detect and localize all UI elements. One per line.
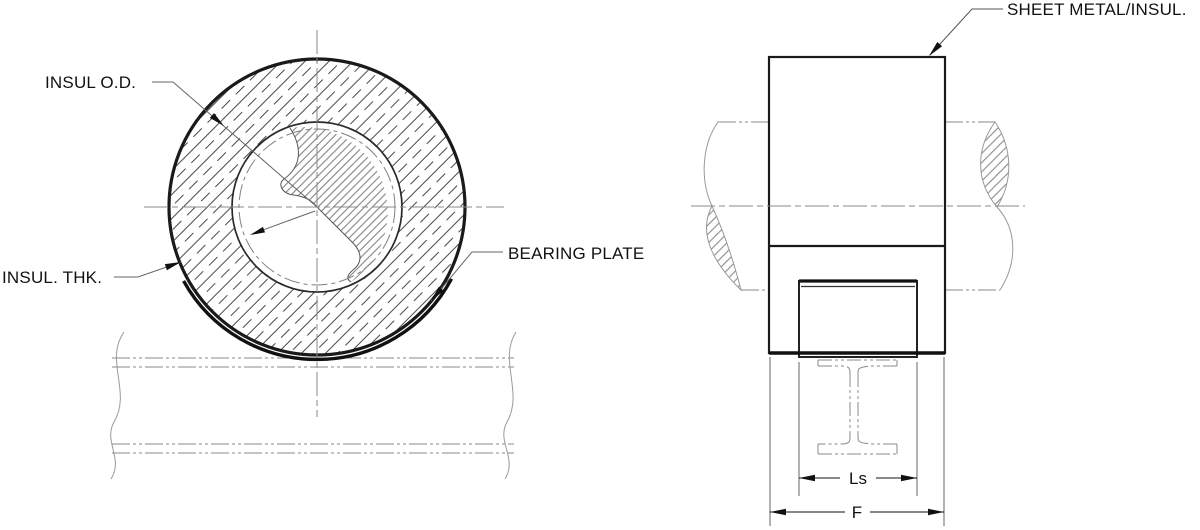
sheet-metal-callout: SHEET METAL/INSUL. [929, 0, 1187, 56]
beam-break-line-left [110, 331, 125, 480]
arrowhead [209, 113, 224, 126]
support-beam-section [817, 359, 898, 455]
pipe-phantom-lines [718, 121, 1000, 291]
insul-thk-callout: INSUL. THK. [2, 261, 182, 287]
sheet-metal-insul-label: SHEET METAL/INSUL. [1007, 0, 1187, 19]
insul-od-label: INSUL O.D. [45, 73, 136, 92]
insul-od-callout: INSUL O.D. [45, 73, 318, 208]
bearing-plate-callout: BEARING PLATE [430, 244, 644, 302]
extension-lines [769, 357, 945, 526]
arrowhead [799, 474, 815, 482]
dimension-ls: Ls [799, 469, 917, 488]
dim-ls-label: Ls [849, 469, 867, 488]
dimension-f: F [770, 503, 944, 522]
beam-break-line-right [503, 331, 517, 480]
arrowhead [901, 474, 917, 482]
arrowhead [928, 508, 944, 516]
pipe-break-right [980, 121, 1014, 291]
insulation-hatch [169, 59, 465, 355]
arrowhead [164, 262, 181, 271]
arrowhead [431, 286, 444, 301]
dim-f-label: F [852, 503, 862, 522]
arrowhead [250, 226, 266, 235]
insul-thk-label: INSUL. THK. [2, 268, 102, 287]
pipe-cross-section-view: INSUL O.D. INSUL. THK. BEARING PLATE [2, 30, 644, 480]
saddle-front [798, 279, 918, 358]
bearing-plate-label: BEARING PLATE [508, 244, 644, 263]
support-beam-side [110, 331, 517, 480]
arrowhead [770, 508, 786, 516]
pipe-break-left [703, 121, 742, 292]
pipe-elevation-view: SHEET METAL/INSUL. Ls [691, 0, 1187, 526]
pipe-bore-leader [250, 210, 316, 235]
bearing-plate-arc [182, 277, 453, 362]
pipe-section-hatch [280, 127, 388, 282]
arrowhead [929, 41, 943, 56]
